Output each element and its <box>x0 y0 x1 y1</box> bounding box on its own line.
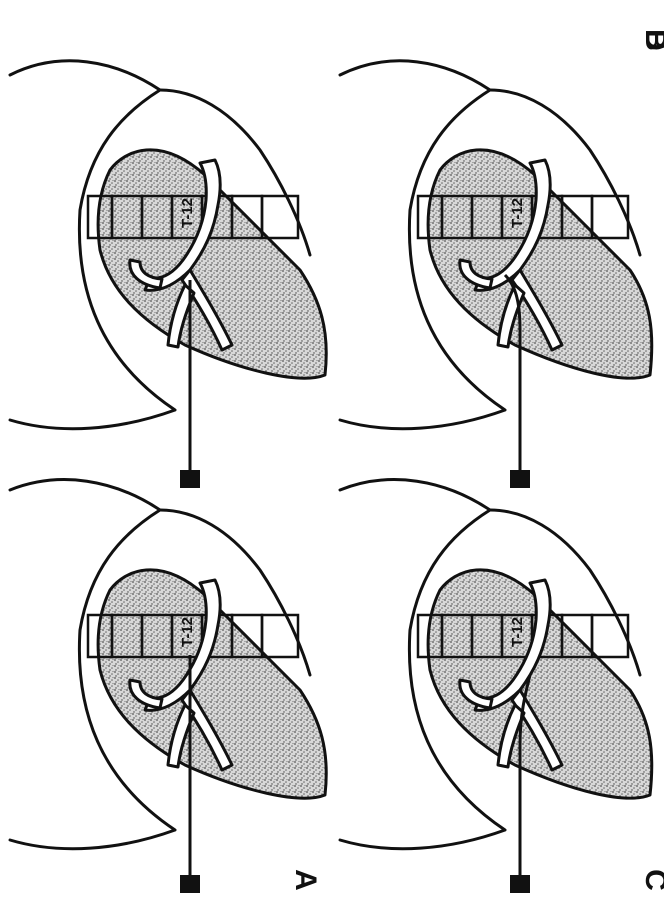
panel-letter: D <box>639 29 664 51</box>
needle-hub <box>180 470 200 488</box>
vertebra-7 <box>262 196 298 238</box>
needle-hub <box>510 875 530 893</box>
vertebra-label: T-12 <box>179 617 196 647</box>
panel-d: T-12 D <box>340 29 664 488</box>
panel-a: T-12 A <box>10 480 326 893</box>
panel-c: T-12 C <box>340 480 664 893</box>
vertebra-7 <box>592 196 628 238</box>
panel-letter: C <box>639 869 664 891</box>
vertebra-7 <box>262 615 298 657</box>
vertebra-7 <box>592 615 628 657</box>
vertebra-label: T-12 <box>179 198 196 228</box>
needle-hub <box>180 875 200 893</box>
needle-hub <box>510 470 530 488</box>
vertebra-label: T-12 <box>509 617 526 647</box>
panel-letter: A <box>289 869 322 891</box>
vertebra-label: T-12 <box>509 198 526 228</box>
